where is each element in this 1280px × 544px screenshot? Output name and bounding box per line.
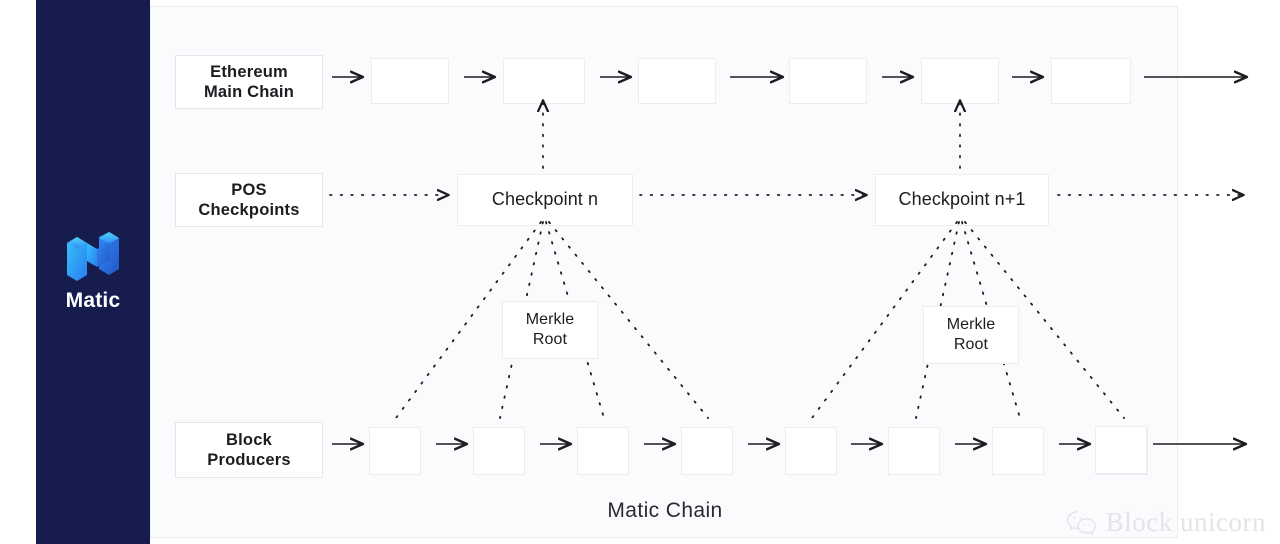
producer-block-6 xyxy=(888,427,940,475)
label-pos-line2: Checkpoints xyxy=(198,201,300,219)
watermark: Block unicorn xyxy=(1066,507,1266,538)
merkle-root-2-line2: Root xyxy=(953,336,989,353)
label-block-line2: Producers xyxy=(207,451,291,469)
producer-block-9 xyxy=(1095,426,1147,474)
eth-block-3 xyxy=(638,58,716,104)
producer-block-7 xyxy=(992,427,1044,475)
merkle-root-2-line1: Merkle xyxy=(946,316,996,334)
eth-block-6 xyxy=(1051,58,1131,104)
checkpoint-n: Checkpoint n xyxy=(457,174,633,226)
merkle-root-1-line2: Root xyxy=(532,331,568,348)
matic-logo: Matic xyxy=(65,231,121,313)
eth-block-1 xyxy=(371,58,449,104)
merkle-root-2: Merkle Root xyxy=(923,306,1019,364)
watermark-text: Block unicorn xyxy=(1105,507,1266,537)
label-block-line1: Block xyxy=(226,430,272,449)
diagram-panel: Ethereum Main Chain POS Checkpoints Chec… xyxy=(150,6,1178,538)
eth-block-5 xyxy=(921,58,999,104)
wechat-icon xyxy=(1066,510,1096,535)
label-pos-line1: POS xyxy=(231,180,267,199)
brand-sidebar: Matic xyxy=(36,0,150,544)
label-pos-checkpoints: POS Checkpoints xyxy=(175,173,323,227)
checkpoint-n-plus-1: Checkpoint n+1 xyxy=(875,174,1049,226)
producer-block-1 xyxy=(369,427,421,475)
producer-block-2 xyxy=(473,427,525,475)
label-ethereum-line2: Main Chain xyxy=(203,83,294,101)
label-ethereum-line1: Ethereum xyxy=(210,62,288,81)
matic-isometric-m-logo xyxy=(67,232,119,281)
diagram-caption: Matic Chain xyxy=(607,499,723,522)
merkle-root-1-line1: Merkle xyxy=(525,311,575,329)
label-block-producers: Block Producers xyxy=(175,422,323,478)
producer-block-5 xyxy=(785,427,837,475)
producer-block-4 xyxy=(681,427,733,475)
producer-block-3 xyxy=(577,427,629,475)
label-ethereum-main-chain: Ethereum Main Chain xyxy=(175,55,323,109)
brand-name: Matic xyxy=(65,289,121,312)
eth-block-4 xyxy=(789,58,867,104)
merkle-root-1: Merkle Root xyxy=(502,301,598,359)
eth-block-2 xyxy=(503,58,585,104)
